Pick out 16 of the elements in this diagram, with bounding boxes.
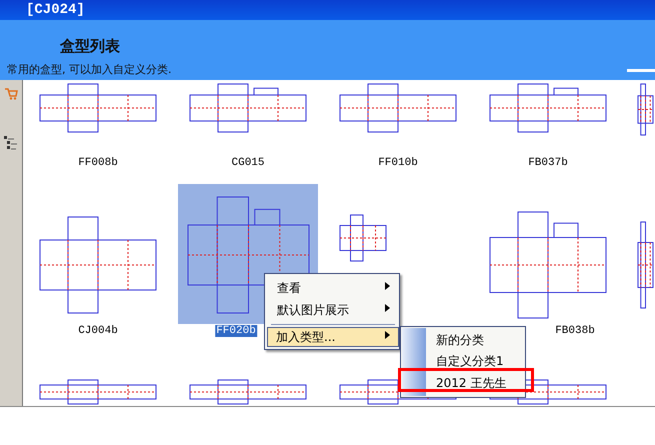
menu-item: 新的分类 [436, 332, 484, 349]
menu-item: 查看 [277, 280, 301, 297]
box-name: CG015 [232, 157, 264, 169]
header-title: 盒型列表 [60, 37, 120, 56]
menu-item: 自定义分类1 [436, 353, 504, 370]
box-name: CJ004b [78, 325, 118, 337]
box-name: FB038b [555, 325, 595, 337]
window-title: [CJ024] [26, 2, 85, 18]
menu-item: 默认图片展示 [277, 302, 349, 319]
box-name: FB037b [528, 157, 568, 169]
box-name: FF008b [78, 157, 118, 169]
box-name: FF010b [378, 157, 418, 169]
header-subtitle: 常用的盒型, 可以加入自定义分类. [7, 62, 172, 77]
menu-item: 2012 王先生 [436, 375, 506, 392]
box-name: FF020b [215, 325, 257, 337]
menu-item: 加入类型... [267, 327, 399, 347]
